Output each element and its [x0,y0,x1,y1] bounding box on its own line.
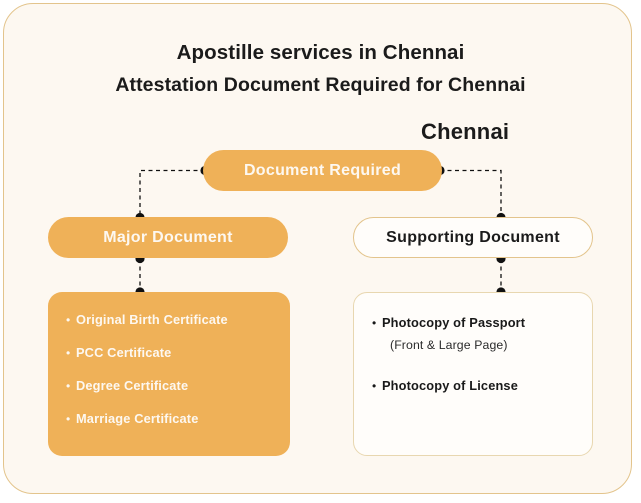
bullet-icon: • [372,379,377,393]
list-item-note: (Front & Large Page) [390,338,508,352]
page-title-line-2: Attestation Document Required for Chenna… [115,74,526,96]
node-supporting-document-label: Supporting Document [386,228,560,246]
list-item-label: Original Birth Certificate [76,312,228,327]
list-item-label: Photocopy of License [382,378,518,393]
bullet-icon: • [66,412,71,426]
list-item-label: PCC Certificate [76,345,172,360]
bullet-icon: • [66,346,71,360]
list-item: • Photocopy of Passport [372,315,574,330]
page-title-line-1: Apostille services in Chennai [176,41,465,64]
list-item: • Original Birth Certificate [66,312,272,327]
node-supporting-document[interactable]: Supporting Document [353,217,593,258]
city-label: Chennai [421,119,510,144]
node-major-document-label: Major Document [103,228,233,246]
list-item-label: Marriage Certificate [76,411,199,426]
bullet-icon: • [372,316,377,330]
list-item: • PCC Certificate [66,345,272,360]
node-major-document[interactable]: Major Document [48,217,288,258]
supporting-document-list-panel: • Photocopy of Passport (Front & Large P… [353,292,593,456]
list-item-label: Photocopy of Passport [382,315,526,330]
list-item: • Photocopy of License [372,378,574,393]
node-document-required-label: Document Required [243,161,402,179]
bullet-icon: • [66,313,71,327]
list-item: • Marriage Certificate [66,411,272,426]
list-item: • Degree Certificate [66,378,272,393]
node-document-required[interactable]: Document Required [203,150,442,191]
list-item-label: Degree Certificate [76,378,189,393]
bullet-icon: • [66,379,71,393]
major-document-list-panel: • Original Birth Certificate • PCC Certi… [48,292,290,456]
